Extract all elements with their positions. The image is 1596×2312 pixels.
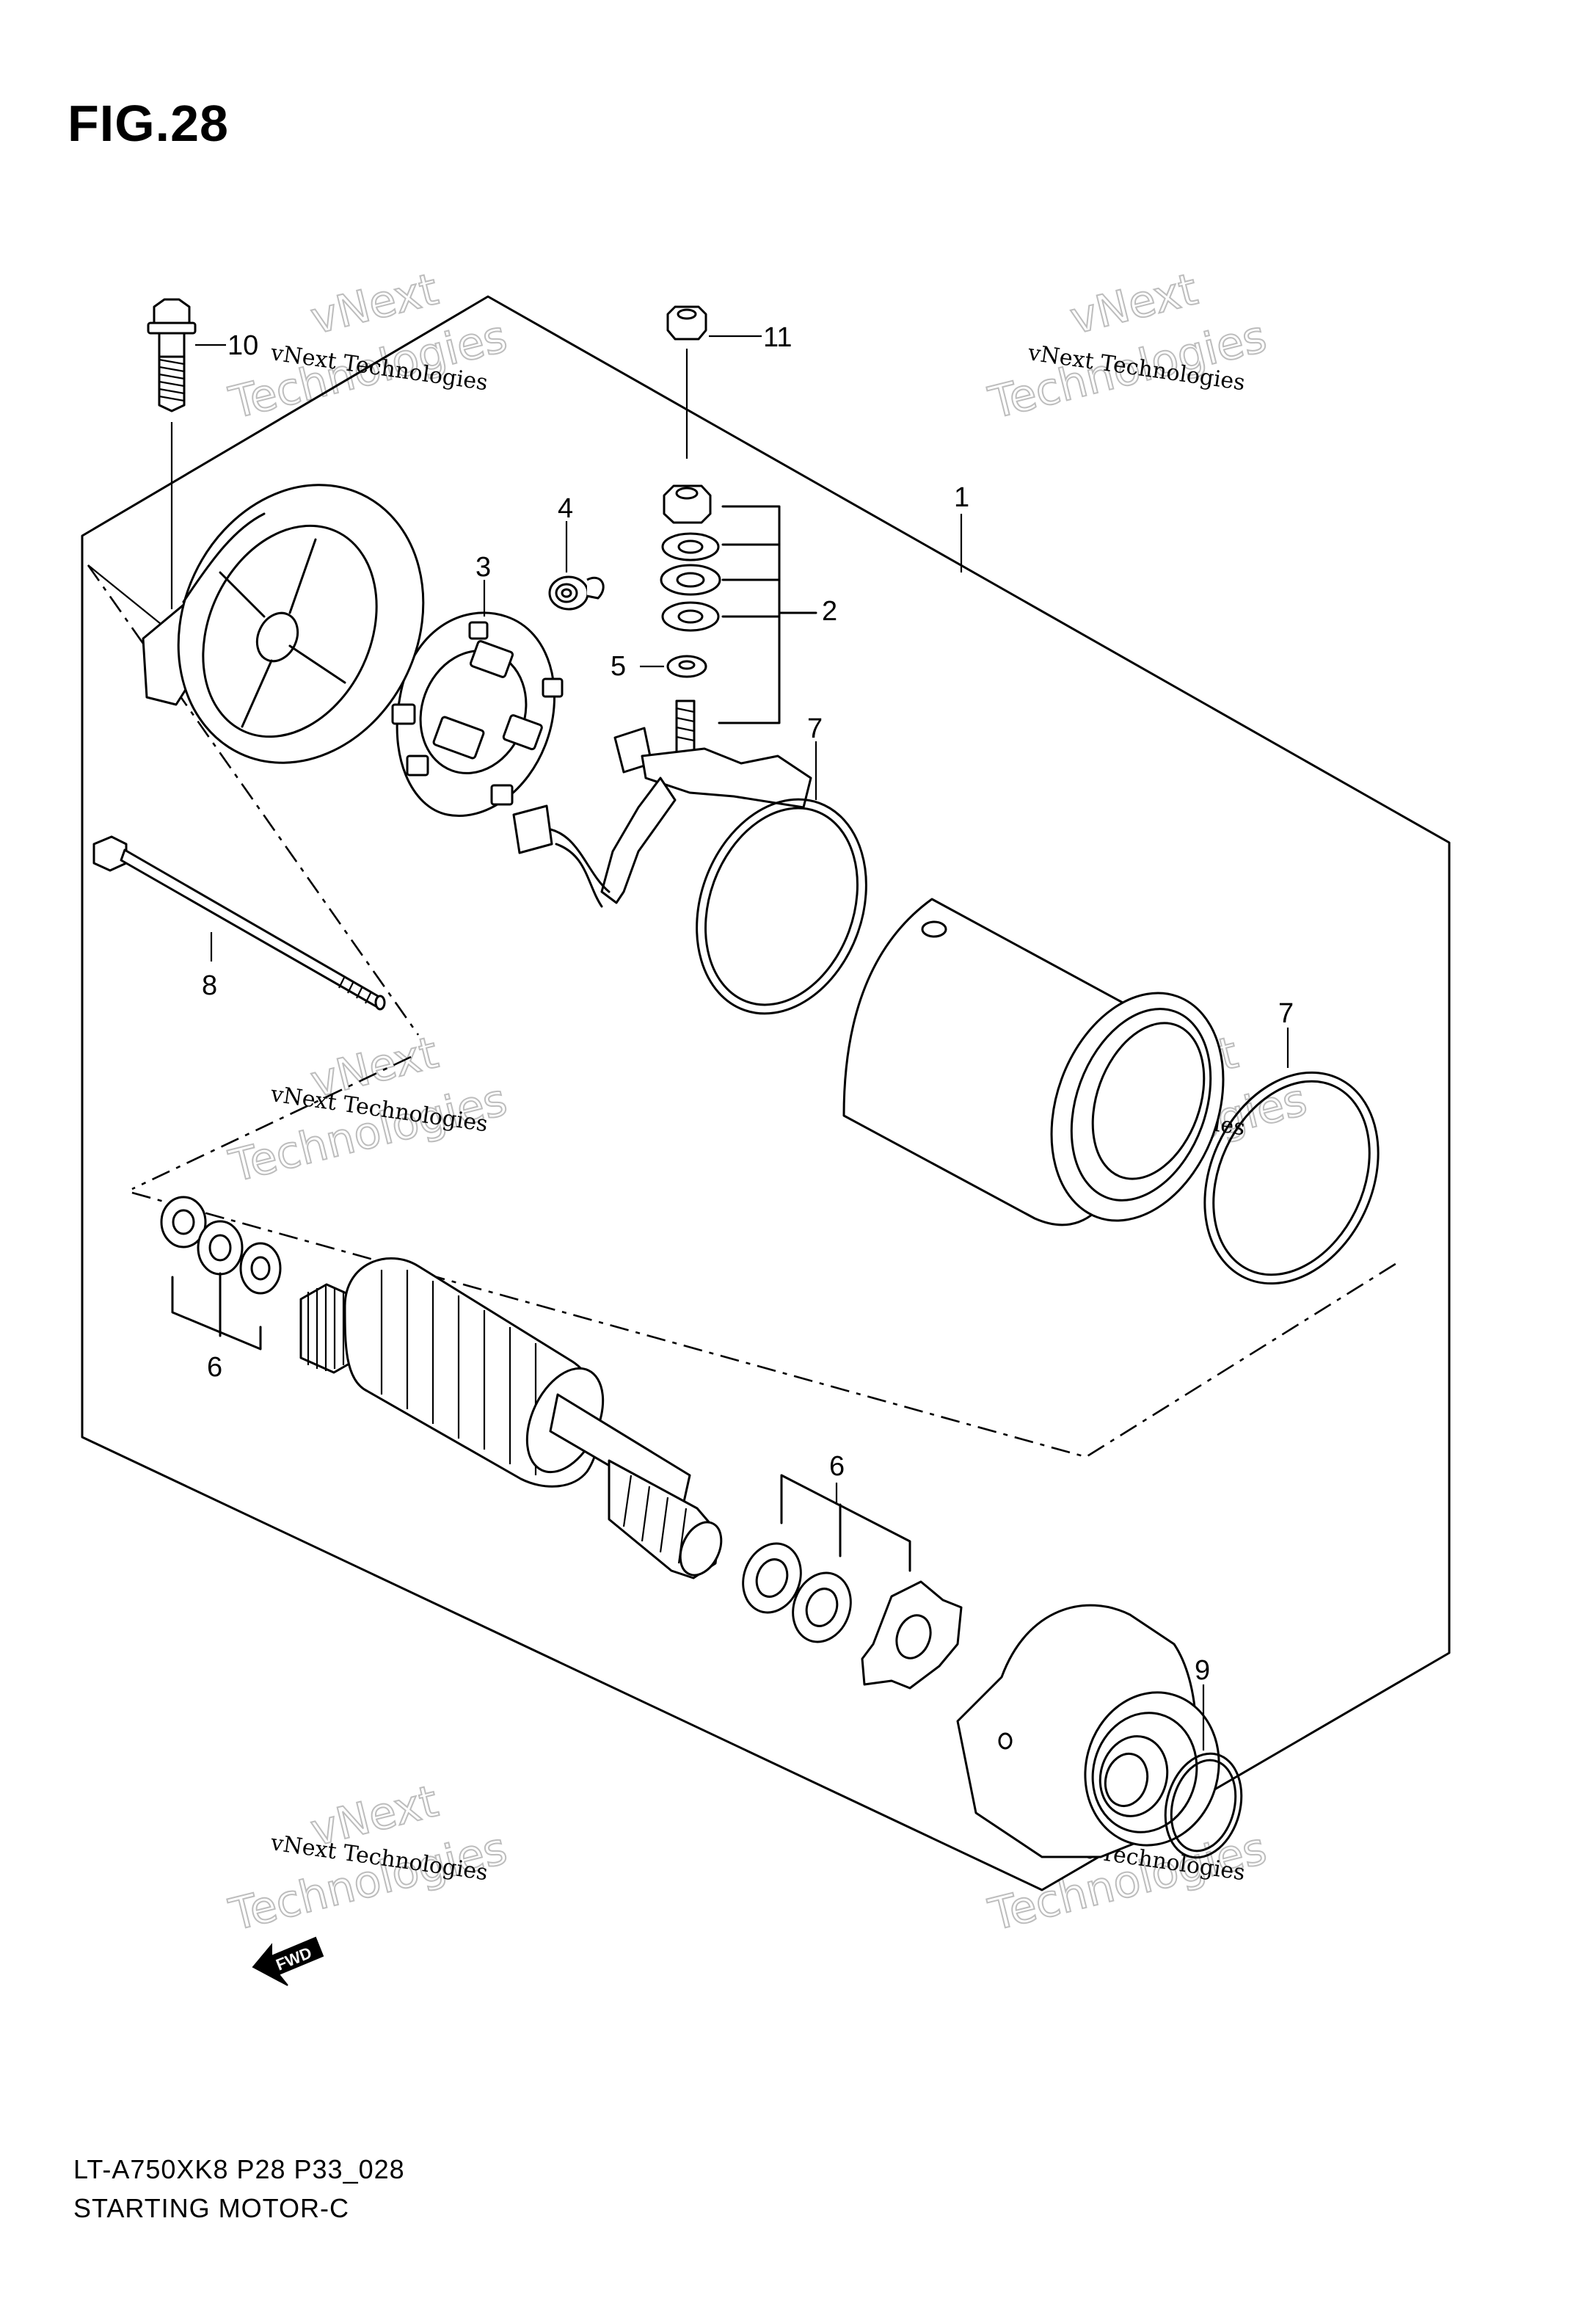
- o-ring-part-7-lower: [1203, 1071, 1380, 1285]
- forward-direction-arrow: FWD: [252, 1936, 324, 1986]
- callout-6-left: 6: [207, 1352, 222, 1383]
- callout-10: 10: [227, 330, 258, 361]
- watermark-top-right: Technologies vNext vNext Technologies: [983, 263, 1272, 430]
- rear-end-cover: [142, 484, 425, 764]
- callout-1: 1: [954, 482, 969, 513]
- bearing-part-4: [548, 575, 605, 611]
- terminal-kit-part-2: [660, 484, 817, 724]
- callout-leaders: [195, 335, 1289, 1751]
- callout-4: 4: [558, 493, 573, 524]
- figure-name: STARTING MOTOR-C: [73, 2193, 349, 2223]
- figure-title: FIG.28: [68, 95, 229, 152]
- armature-rotor: [299, 1257, 723, 1579]
- callout-2: 2: [822, 596, 837, 627]
- callout-11: 11: [763, 322, 792, 353]
- lock-plate: [861, 1580, 963, 1690]
- washer-set-part-6-left: [160, 1196, 282, 1351]
- front-end-housing: [956, 1604, 1220, 1858]
- motor-yoke-housing: [842, 898, 1225, 1226]
- o-ring-part-7-upper: [696, 798, 867, 1015]
- assembly-axis-line-bottom: [131, 1191, 1399, 1458]
- washer-set-part-6-right: [742, 1474, 911, 1643]
- through-bolt-part-8: [92, 835, 386, 1011]
- o-ring-part-9: [1164, 1752, 1243, 1859]
- bolt-part-10: [147, 298, 197, 609]
- nut-part-11: [666, 305, 707, 459]
- callout-9: 9: [1195, 1655, 1210, 1686]
- assembly-axis-line-mid: [131, 1055, 412, 1190]
- callout-5: 5: [611, 651, 626, 682]
- callout-7-lower: 7: [1278, 998, 1294, 1029]
- callout-6-right: 6: [829, 1451, 845, 1482]
- callout-3: 3: [475, 552, 491, 583]
- assembly-outline: [81, 295, 1451, 1891]
- watermark-mid-left: Technologies vNext vNext Technologies: [224, 1026, 513, 1193]
- watermark-bottom-left: Technologies vNext vNext Technologies: [224, 1775, 513, 1942]
- model-code: LT-A750XK8 P28 P33_028: [73, 2154, 405, 2184]
- callout-8: 8: [202, 970, 217, 1001]
- brush-plate-part-3: [391, 611, 564, 817]
- terminal-stud-and-brush-lead: [512, 699, 812, 908]
- washer-part-5: [640, 655, 707, 678]
- watermark-top-left: Technologies vNext vNext Technologies: [224, 263, 513, 430]
- callout-7-upper: 7: [807, 713, 823, 744]
